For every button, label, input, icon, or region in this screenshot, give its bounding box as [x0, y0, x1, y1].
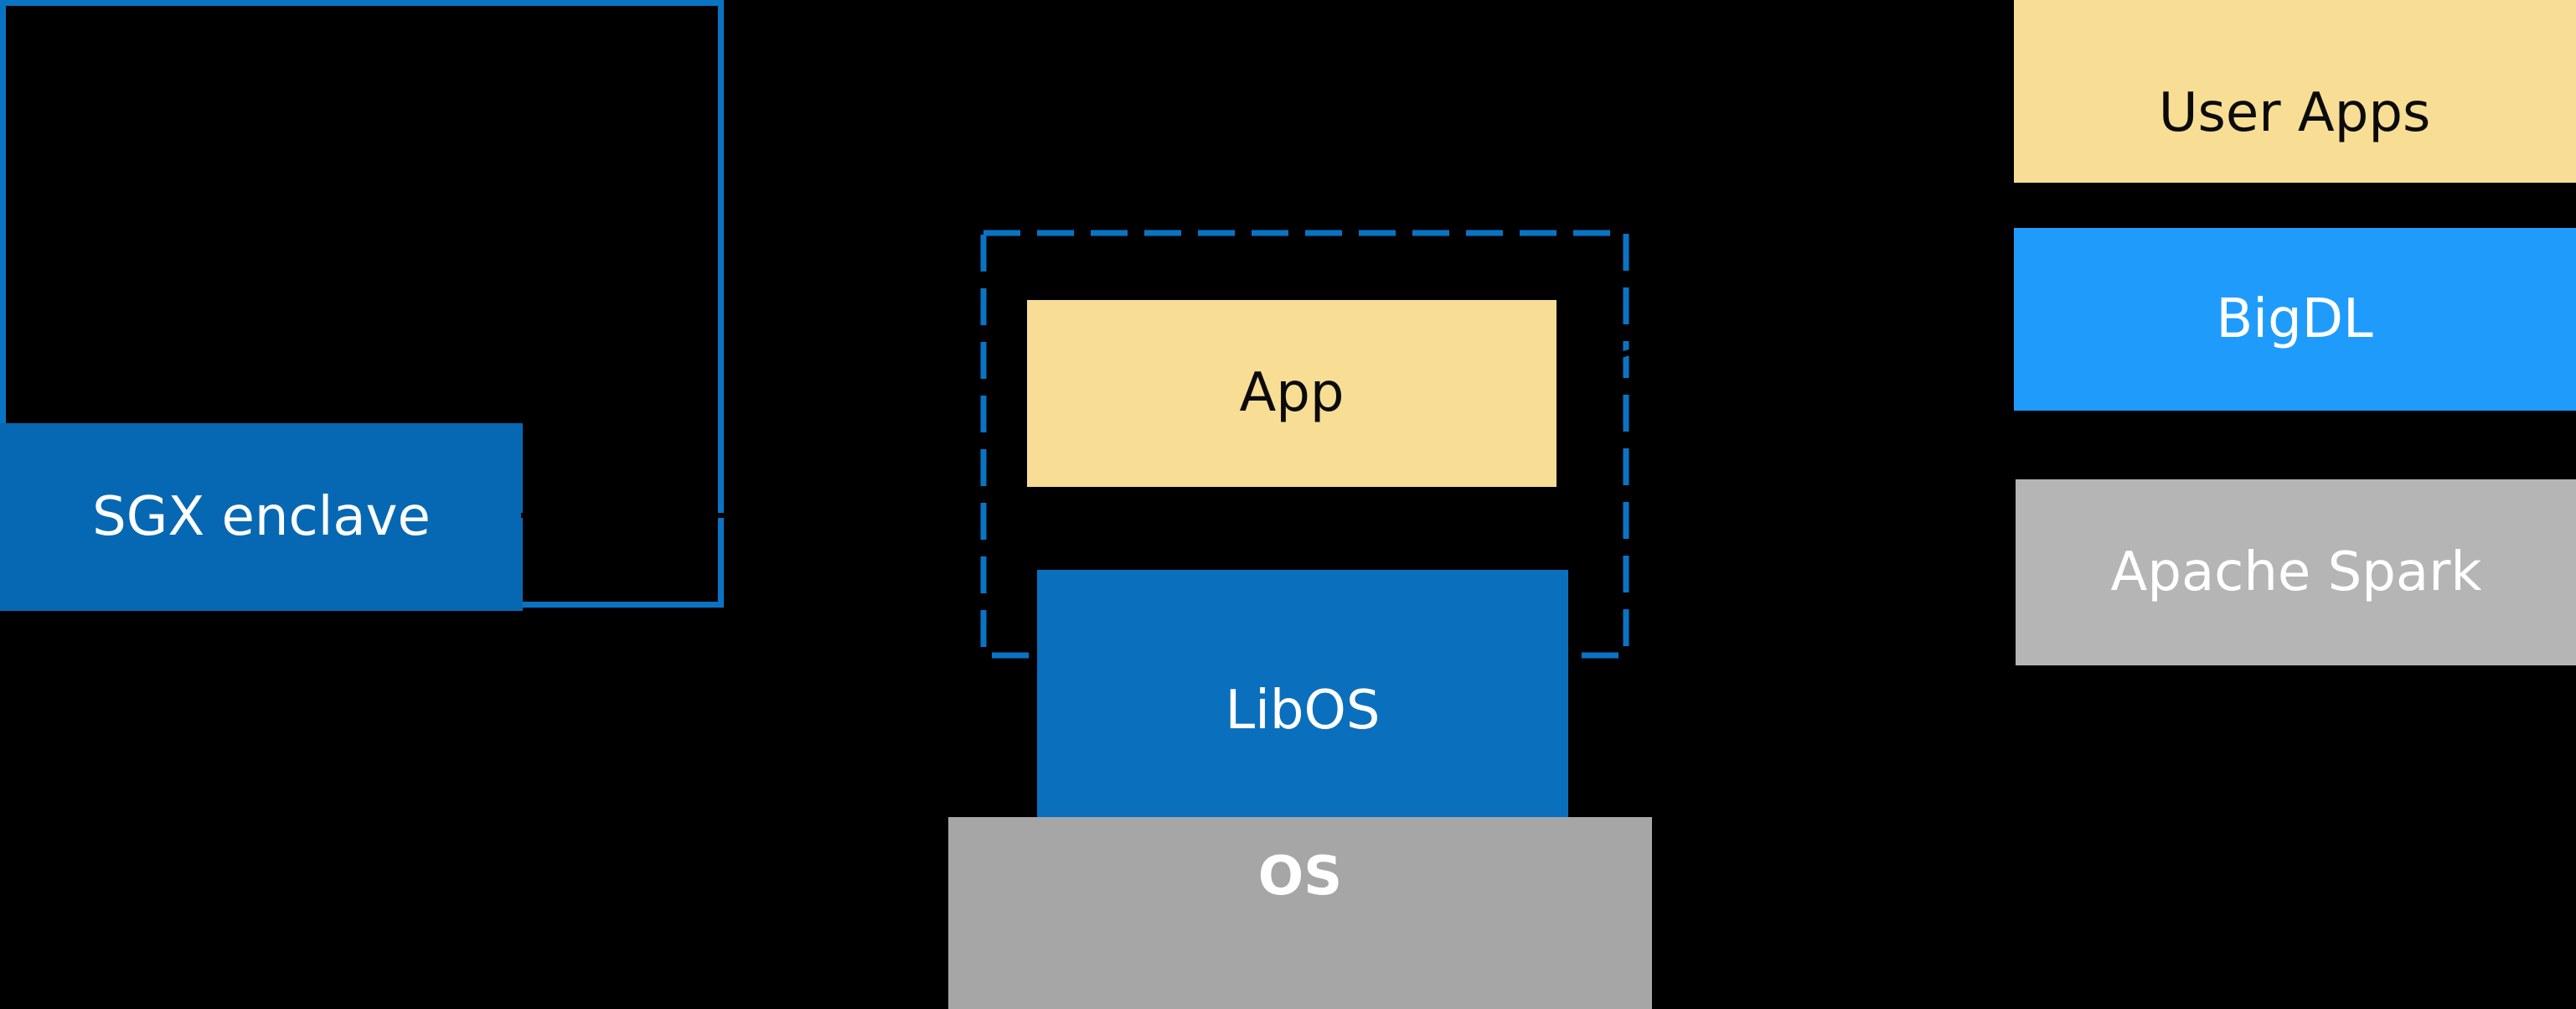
user-apps-box[interactable]: User Apps: [2014, 0, 2576, 183]
app-to-user-apps-connector: [1556, 338, 1694, 397]
os-box[interactable]: OS: [948, 817, 1652, 1009]
libos-box[interactable]: LibOS: [1037, 570, 1568, 851]
apache-spark-box[interactable]: Apache Spark: [2016, 479, 2576, 665]
boundary-to-right-stack-connector: [1607, 265, 1740, 474]
bigdl-box[interactable]: BigDL: [2014, 228, 2576, 411]
sgx-enclave-box[interactable]: SGX enclave: [0, 423, 523, 611]
app-box[interactable]: App: [1027, 300, 1556, 487]
